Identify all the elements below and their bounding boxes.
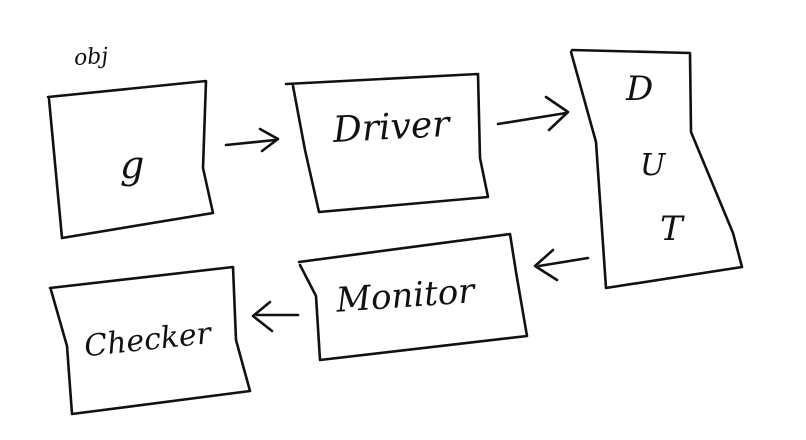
monitor-block: Monitor xyxy=(297,232,529,362)
driver-box xyxy=(284,72,490,214)
dut-block: D U T xyxy=(569,48,744,290)
dut-letter-u: U xyxy=(640,148,667,183)
arrow-monitor-to-checker xyxy=(251,300,300,333)
driver-block: Driver xyxy=(284,72,490,214)
arrow-dut-to-monitor xyxy=(533,248,590,282)
checker-block: Checker xyxy=(48,265,252,416)
monitor-label: Monitor xyxy=(334,271,478,321)
obj-annotation: obj xyxy=(73,44,109,71)
checker-box xyxy=(48,265,252,416)
driver-label: Driver xyxy=(331,104,452,151)
generator-block: g xyxy=(46,79,215,240)
dut-letter-d: D xyxy=(625,69,653,109)
monitor-box xyxy=(297,232,529,362)
dut-box xyxy=(569,48,744,290)
dut-letter-t: T xyxy=(660,209,685,249)
checker-label: Checker xyxy=(83,316,215,364)
arrow-generator-to-driver xyxy=(224,127,280,153)
generator-box xyxy=(46,79,215,240)
generator-label: g xyxy=(120,143,144,187)
arrow-driver-to-dut xyxy=(496,95,570,132)
